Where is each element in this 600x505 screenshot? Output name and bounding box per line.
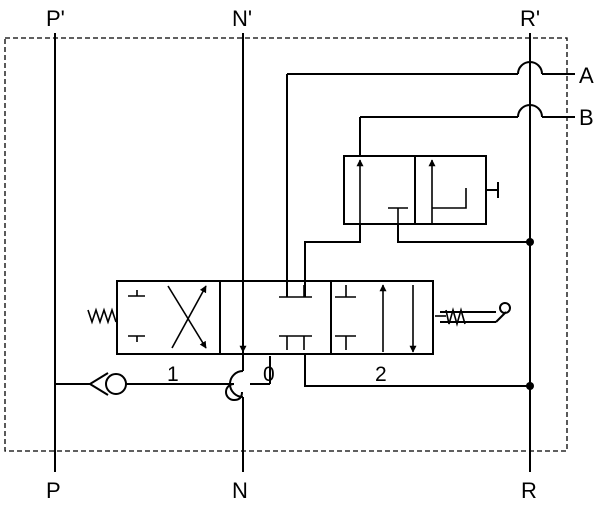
position-label-left: 1 [167, 363, 179, 386]
port-label-r-top: R' [520, 6, 540, 31]
valve-enclosure [4, 37, 568, 452]
port-label-r-bottom: R [521, 478, 537, 503]
main-directional-valve [116, 280, 434, 355]
position-label-right: 2 [375, 363, 387, 386]
pilot-connection [304, 224, 530, 297]
port-label-n-bottom: N [232, 478, 248, 503]
auxiliary-valve [343, 155, 499, 225]
port-label-b: B [579, 105, 594, 130]
work-line-b [359, 104, 575, 156]
neutral-line-n [229, 33, 244, 472]
lever-actuator-icon [435, 302, 511, 327]
port-label-p-bottom: P [46, 478, 61, 503]
port-label-n-top: N' [232, 6, 252, 31]
pressure-line-p [54, 33, 243, 472]
return-line-r [526, 33, 534, 472]
pressure-crossover [250, 356, 271, 385]
valve-return-line [304, 354, 530, 387]
port-label-a: A [579, 63, 594, 88]
position-label-center: 0 [263, 363, 275, 386]
work-line-a [286, 61, 575, 297]
spring-icon [87, 307, 117, 325]
port-label-p-top: P' [46, 6, 65, 31]
